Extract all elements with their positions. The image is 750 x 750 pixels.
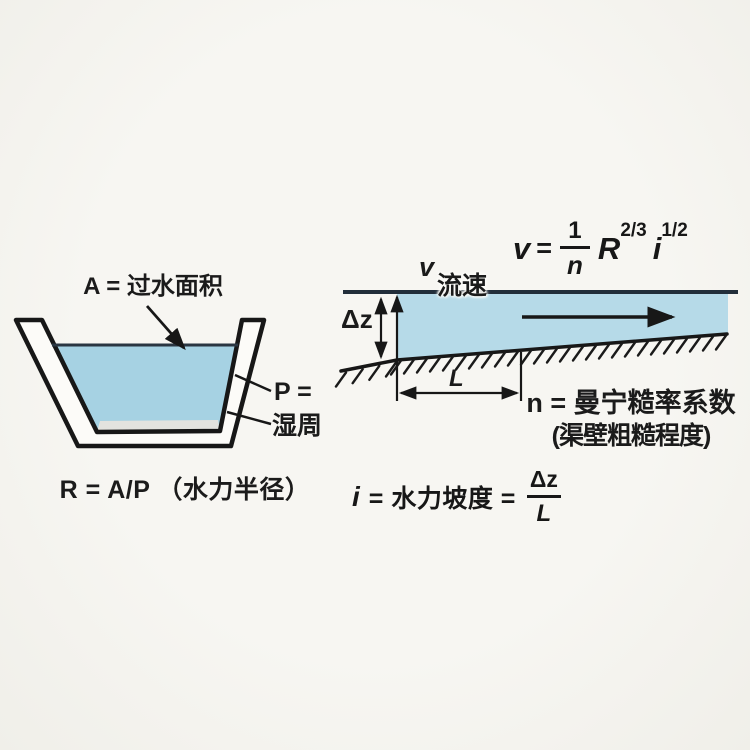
formula-denominator: n [560, 246, 590, 278]
slope-definition: = 水力坡度 = [368, 485, 516, 513]
hydraulic-slope-formula: i = 水力坡度 = Δz L [352, 468, 563, 526]
channel-cross-section [13, 305, 272, 449]
formula-term-R: R 2/3 [597, 220, 647, 267]
hydraulic-radius-formula: R = A/P （水力半径） [59, 476, 311, 504]
manning-note-line2: (渠壁粗糙程度) [551, 422, 712, 451]
manning-velocity-formula: v = 1 n R 2/3 i 1/2 [513, 219, 688, 279]
formula-R: R [597, 230, 621, 266]
flow-velocity-label: 流速 [437, 272, 488, 300]
formula-i: i [652, 230, 662, 266]
bed-hatching [334, 334, 728, 388]
formula-R-exponent: 2/3 [620, 219, 647, 241]
formula-equals: = [536, 233, 553, 263]
water-cross-section [54, 345, 237, 432]
manning-note-line1: n = 曼宁糙率系数 [526, 388, 736, 418]
wetted-perimeter-symbol: P = [274, 378, 312, 406]
formula-term-i: i 1/2 [652, 220, 688, 267]
channel-profile [334, 290, 738, 401]
manning-coefficient-note: n = 曼宁糙率系数 (渠壁粗糙程度) [500, 388, 750, 451]
velocity-symbol: v [419, 252, 435, 282]
slope-fraction: Δz L [525, 468, 563, 526]
delta-z-label: Δz [341, 304, 373, 334]
slope-i-symbol: i [352, 481, 360, 512]
formula-i-exponent: 1/2 [661, 219, 688, 241]
slope-denominator: L [526, 495, 562, 526]
water-profile [397, 294, 728, 359]
channel-walls [13, 317, 267, 449]
formula-v: v [513, 230, 531, 266]
formula-fraction: 1 n [558, 219, 592, 278]
slope-numerator: Δz [529, 466, 558, 492]
formula-numerator: 1 [568, 217, 582, 244]
perimeter-leader-line-1 [234, 373, 272, 393]
area-label: A = 过水面积 [83, 273, 223, 300]
area-arrow [145, 305, 186, 351]
perimeter-leader-line-2 [226, 410, 272, 426]
length-label: L [449, 365, 464, 392]
wetted-perimeter-label: 湿周 [272, 412, 323, 440]
